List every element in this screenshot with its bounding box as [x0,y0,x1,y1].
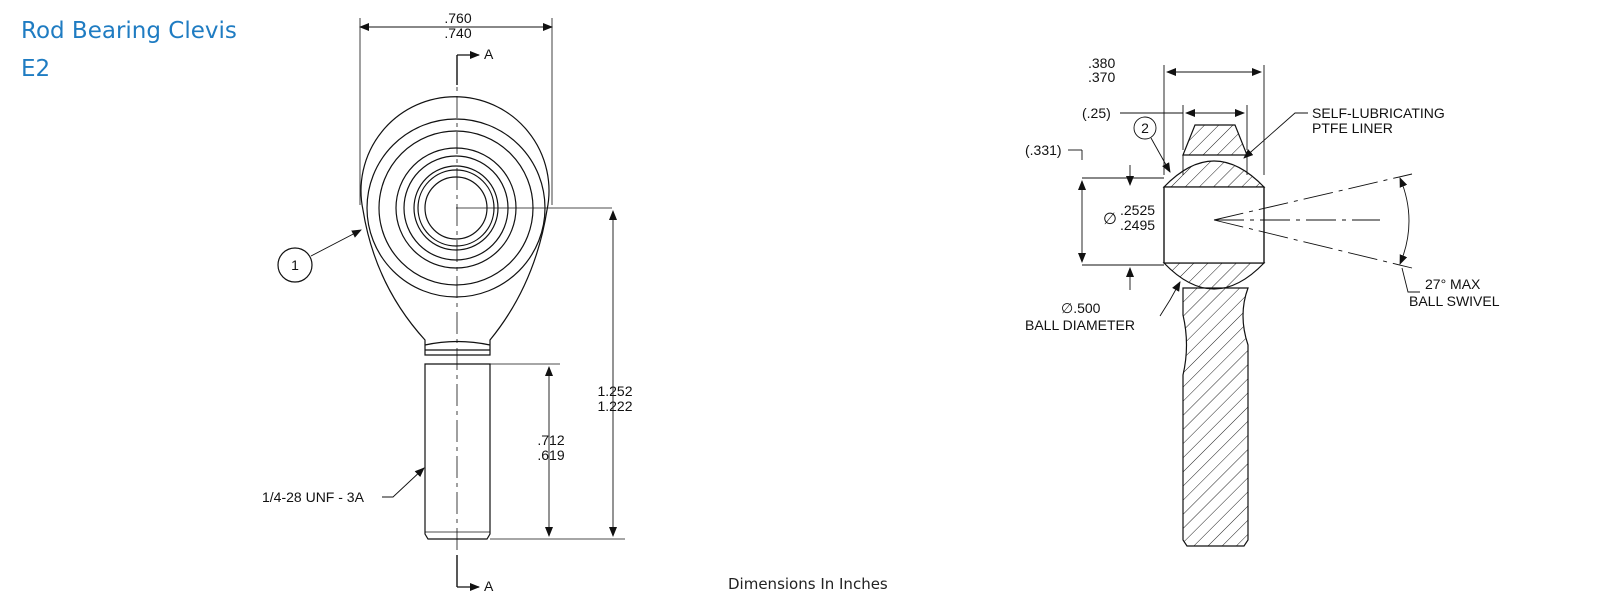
swivel-arc [1399,177,1410,265]
units-caption: Dimensions In Inches [728,575,888,593]
balloon-2 [1133,116,1157,140]
shank-section [1182,287,1249,547]
rod-end-head-outline [360,96,550,356]
shank-max: .712 [537,432,564,448]
threaded-shank [424,363,491,540]
swivel-label-2: BALL SWIVEL [1409,293,1500,309]
side-view-dims [1068,65,1420,317]
swivel-label-1: 27° MAX [1425,276,1481,292]
side-width-max: .380 [1088,55,1115,71]
ball-width: (.25) [1082,105,1111,121]
height-max: 1.252 [597,383,632,399]
thread-spec: 1/4-28 UNF - 3A [262,489,365,505]
neck-fillet [424,340,491,351]
section-label-top: A [484,46,494,62]
width-max: .760 [444,10,471,26]
height-min: 1.222 [597,398,632,414]
shank-min: .619 [537,447,564,463]
liner-label-1: SELF-LUBRICATING [1312,105,1445,121]
offset-value: (.331) [1025,142,1062,158]
swivel-line-upper [1213,173,1413,221]
balloon-1-number: 1 [291,257,299,273]
swivel-line-lower [1213,219,1413,269]
balloon-2-number: 2 [1141,120,1149,136]
side-width-min: .370 [1088,69,1115,85]
model-label: E2 [21,56,51,82]
bore-section [1163,186,1265,264]
ball-section [1162,160,1266,188]
section-label-bottom: A [484,578,494,594]
ball-diameter-label: BALL DIAMETER [1025,317,1135,333]
bore-max: .2525 [1120,202,1155,218]
front-view-labels: .760 .740 A A 1 1.252 1.222 .712 .619 1/… [262,10,633,594]
ball-diameter: ∅.500 [1061,300,1101,316]
bore-symbol: ∅ [1103,211,1117,228]
balloon-1 [277,247,313,283]
liner-label-2: PTFE LINER [1312,120,1393,136]
bore-min: .2495 [1120,217,1155,233]
housing-top [1182,124,1248,156]
side-view-labels: .380 .370 (.25) 2 (.331) ∅ .2525 .2495 ∅… [1025,55,1500,333]
page-title: Rod Bearing Clevis [21,18,237,44]
front-view [277,18,625,591]
width-min: .740 [444,25,471,41]
ball-section-lower [1162,262,1266,290]
side-view [1162,124,1266,547]
